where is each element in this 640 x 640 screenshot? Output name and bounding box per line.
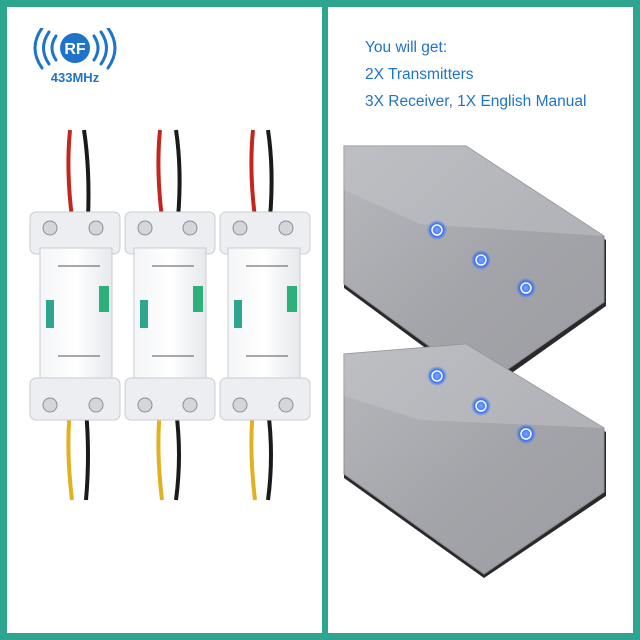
transmitter-panel	[343, 145, 606, 392]
package-contents: You will get: 2X Transmitters 3X Receive…	[365, 34, 586, 115]
contents-heading: You will get:	[365, 39, 448, 56]
receiver-unit	[29, 129, 121, 501]
frequency-label: 433MHz	[50, 70, 100, 85]
rf-signal-icon: RF	[33, 28, 117, 70]
receiver-unit	[219, 129, 311, 501]
contents-receivers: 3X Receiver, 1X English Manual	[365, 93, 587, 110]
transmitter-panel	[343, 343, 606, 578]
center-divider	[322, 7, 328, 633]
rf-text: RF	[64, 41, 86, 58]
receiver-unit	[124, 129, 216, 501]
contents-transmitters: 2X Transmitters	[365, 66, 474, 83]
